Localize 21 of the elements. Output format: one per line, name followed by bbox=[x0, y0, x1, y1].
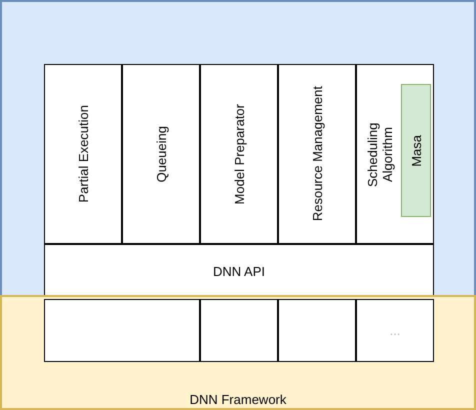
label: Queueing bbox=[154, 126, 168, 182]
container-box bbox=[0, 0, 476, 297]
framework-box bbox=[44, 299, 200, 362]
module-box bbox=[44, 64, 122, 244]
label: Resource Management bbox=[310, 86, 324, 222]
framework-box bbox=[356, 299, 434, 362]
label: DNN API bbox=[212, 264, 265, 279]
label: ... bbox=[390, 323, 400, 338]
module-box bbox=[200, 64, 278, 244]
label: Model Preparator bbox=[232, 104, 246, 204]
algorithm-box bbox=[401, 84, 431, 217]
framework-box bbox=[200, 299, 278, 362]
module-box bbox=[122, 64, 200, 244]
label: Masa bbox=[408, 134, 424, 166]
module-box bbox=[356, 64, 434, 244]
framework-box bbox=[0, 295, 476, 410]
framework-box bbox=[278, 299, 356, 362]
label: Partial Execution bbox=[76, 105, 90, 203]
module-box bbox=[278, 64, 356, 244]
label: DNN Framework bbox=[190, 392, 286, 407]
label: Scheduling Algorithm bbox=[365, 120, 395, 188]
